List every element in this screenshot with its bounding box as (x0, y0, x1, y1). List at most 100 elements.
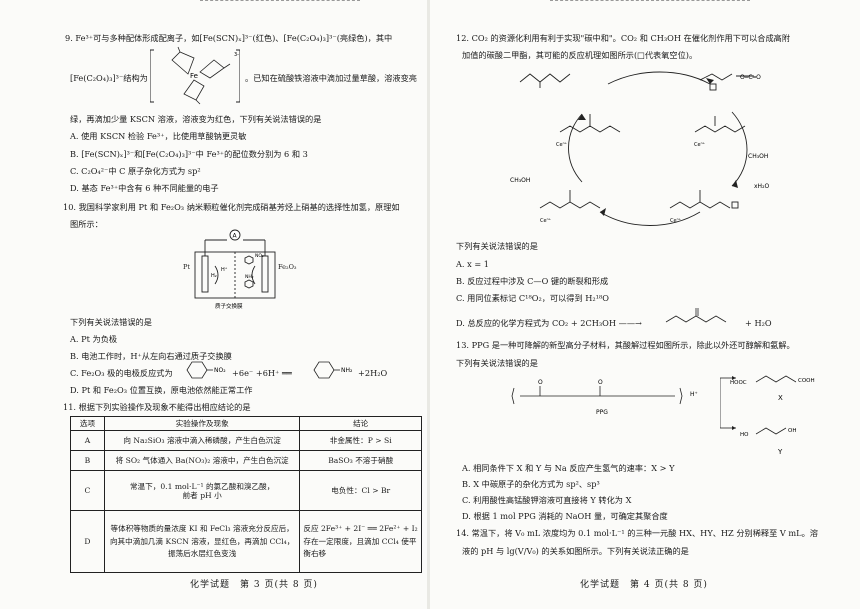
svg-text:Ceⁿ⁺: Ceⁿ⁺ (670, 218, 682, 224)
q10-option-b: B. 电池工作时，H⁺从左向右通过质子交换膜 (70, 351, 232, 361)
nh2-label: NH₂ (245, 274, 254, 280)
page-edge-mark (200, 0, 360, 5)
row-a-conclusion: 非金属性：P > Si (299, 430, 422, 452)
ammeter-label: A (233, 233, 238, 240)
hplus-label: H⁺ (221, 267, 228, 273)
svg-text:Ceⁿ⁺: Ceⁿ⁺ (540, 218, 552, 224)
fe2o3-electrode-label: Fe₂O₃ (278, 263, 297, 271)
svg-text:O: O (538, 379, 543, 386)
ppg-label: PPG (596, 409, 608, 416)
row-d-operation: 等体积等物质的量浓度 KI 和 FeCl₃ 溶液充分反应后，向其中滴加几滴 KS… (103, 510, 301, 574)
q12-line2: 加值的碳酸二甲酯，其可能的反应机理如图所示(□代表氧空位)。 (462, 50, 698, 60)
svg-text:Fe: Fe (190, 72, 198, 80)
methanol-label-2: CH₃OH (748, 153, 768, 160)
table-header-row: 选项 实验操作及现象 结论 (70, 415, 422, 432)
svg-text:HOOC: HOOC (730, 380, 747, 386)
row-c-option: C (70, 470, 105, 512)
row-d-option: D (70, 510, 105, 574)
q9-line2a: [Fe(C₂O₄)₃]³⁻结构为 (70, 73, 148, 83)
q10-line2: 图所示： (70, 219, 103, 229)
svg-text:3-: 3- (234, 52, 239, 58)
q9-option-c: C. C₂O₄²⁻中 C 原子杂化方式为 sp² (70, 166, 201, 176)
svg-text:Ceⁿ⁺: Ceⁿ⁺ (694, 142, 706, 148)
cell-diagram: A H₂ H⁺ NO₂ NH₂ 质子交换膜 (194, 229, 276, 310)
reaction-mechanism-cycle: O═C═O Ceⁿ⁺ Ceⁿ⁺ Ceⁿ⁺ Ceⁿ⁺ CH₃OH CH₃OH xH… (510, 71, 769, 226)
water-label: xH₂O (754, 183, 769, 190)
q14-line1: 14. 常温下，将 V₀ mL 浓度均为 0.1 mol·L⁻¹ 的三种一元酸 … (456, 528, 818, 538)
dimethyl-carbonate-structure (665, 308, 727, 323)
methanol-label-1: CH₃OH (510, 177, 530, 184)
amino-group-label: NH₂ (341, 367, 353, 374)
svg-text:Ceⁿ⁺: Ceⁿ⁺ (556, 142, 568, 148)
h2-label: H₂ (211, 273, 217, 279)
q9-option-d: D. 基态 Fe³⁺中含有 6 种不同能量的电子 (70, 183, 219, 193)
q13-option-c: C. 利用酸性高锰酸钾溶液可直接将 Y 转化为 X (462, 495, 632, 505)
page-gutter (427, 0, 430, 609)
q10-option-c-part2: +6e⁻ +6H⁺ ══ (232, 368, 292, 378)
table-row: C 常温下，0.1 mol·L⁻¹ 的氯乙酸和溴乙酸，前者 pH 小 电负性：C… (70, 470, 422, 512)
q11-line1: 11. 根据下列实验操作及现象不能得出相应结论的是 (63, 402, 251, 412)
q9-line2b: 。已知在硫酸铁溶液中滴加过量草酸，溶液变亮 (245, 73, 417, 83)
header-option: 选项 (70, 415, 105, 432)
svg-text:HO: HO (740, 432, 749, 438)
membrane-label: 质子交换膜 (215, 302, 243, 310)
q12-option-a: A. x = 1 (456, 259, 490, 269)
q12-option-b: B. 反应过程中涉及 C—O 键的断裂和形成 (456, 276, 609, 286)
table-row: B 将 SO₂ 气体通入 Ba(NO₃)₂ 溶液中，产生白色沉淀 BaSO₃ 不… (70, 450, 422, 472)
q9-line1: 9. Fe³⁺可与多种配体形成配离子，如[Fe(SCN)ₓ]³⁻(红色)、[Fe… (65, 33, 393, 43)
q10-stem: 下列有关说法错误的是 (70, 317, 152, 327)
q12-stem: 下列有关说法错误的是 (456, 241, 538, 251)
table-row: D 等体积等物质的量浓度 KI 和 FeCl₃ 溶液充分反应后，向其中滴加几滴 … (70, 510, 422, 574)
row-b-conclusion: BaSO₃ 不溶于硝酸 (299, 450, 422, 472)
row-a-operation: 向 Na₂SiO₃ 溶液中滴入稀磷酸，产生白色沉淀 (103, 430, 301, 452)
page-3-footer: 化学试题 第 3 页(共 8 页) (190, 580, 318, 590)
q10-option-d: D. Pt 和 Fe₂O₃ 位置互换，原电池依然能正常工作 (70, 385, 253, 395)
table-row: A 向 Na₂SiO₃ 溶液中滴入稀磷酸，产生白色沉淀 非金属性：P > Si (70, 430, 422, 452)
header-conclusion: 结论 (299, 415, 422, 432)
q10-option-c-part3: +2H₂O (358, 368, 388, 378)
svg-text:O═C═O: O═C═O (740, 74, 761, 81)
acid-catalyst-label: H⁺ (690, 391, 698, 398)
q12-line1: 12. CO₂ 的资源化利用有利于实现"碳中和"。CO₂ 和 CH₃OH 在催化… (456, 33, 791, 43)
product-x-label: X (778, 394, 783, 402)
pt-electrode-label: Pt (183, 263, 190, 271)
q10-option-c-part1: C. Fe₂O₃ 极的电极反应式为 (70, 368, 173, 378)
row-b-option: B (70, 450, 105, 472)
q11-experiment-table: 选项 实验操作及现象 结论 A 向 Na₂SiO₃ 溶液中滴入稀磷酸，产生白色沉… (70, 415, 422, 574)
page-4-footer: 化学试题 第 4 页(共 8 页) (580, 580, 708, 590)
q9-option-b: B. [Fe(SCN)ₓ]³⁻和[Fe(C₂O₄)₃]³⁻中 Fe³⁺的配位数分… (70, 149, 308, 159)
q13-option-a: A. 相同条件下 X 和 Y 与 Na 反应产生氢气的速率：X > Y (462, 463, 675, 473)
q9-option-a: A. 使用 KSCN 检验 Fe³⁺，比使用草酸钠更灵敏 (70, 131, 247, 141)
page-3: 9. Fe³⁺可与多种配体形成配离子，如[Fe(SCN)ₓ]³⁻(红色)、[Fe… (0, 0, 428, 609)
row-b-operation: 将 SO₂ 气体通入 Ba(NO₃)₂ 溶液中，产生白色沉淀 (103, 450, 301, 472)
nitrobenzene-icon: NO₂ (186, 361, 226, 379)
ppg-structure: O O H⁺ PPG (511, 379, 698, 416)
q13-stem: 下列有关说法错误的是 (456, 358, 538, 368)
q9-line3: 绿，再滴加少量 KSCN 溶液，溶液变为红色，下列有关说法错误的是 (70, 114, 322, 124)
q12-option-d-part1: D. 总反应的化学方程式为 CO₂ + 2CH₃OH ——→ (456, 318, 642, 328)
svg-text:OH: OH (788, 428, 796, 434)
page-4: 12. CO₂ 的资源化利用有利于实现"碳中和"。CO₂ 和 CH₃OH 在催化… (430, 0, 860, 609)
hydrolysis-products: HOOC COOH HO OH X Y (720, 375, 815, 456)
svg-text:O: O (598, 379, 603, 386)
q13-option-d: D. 根据 1 mol PPG 消耗的 NaOH 量，可确定其聚合度 (462, 511, 668, 521)
q13-line1: 13. PPG 是一种可降解的新型高分子材料，其酸解过程如图所示，除此以外还可醇… (456, 340, 795, 350)
nitro-group-label: NO₂ (214, 367, 226, 374)
row-c-operation: 常温下，0.1 mol·L⁻¹ 的氯乙酸和溴乙酸，前者 pH 小 (103, 470, 301, 512)
q10-option-a: A. Pt 为负极 (70, 334, 118, 344)
q12-option-c: C. 用同位素标记 C¹⁸O₂，可以得到 H₂¹⁸O (456, 293, 609, 303)
page-edge-mark (550, 0, 750, 5)
q10-line1: 10. 我国科学家利用 Pt 和 Fe₂O₃ 纳米颗粒催化剂完成硝基芳烃上硝基的… (63, 202, 400, 212)
q13-option-b: B. X 中碳原子的杂化方式为 sp²、sp³ (462, 479, 600, 489)
row-c-conclusion: 电负性：Cl > Br (299, 470, 422, 512)
fe-oxalate-structure: Fe 3- (150, 46, 240, 105)
q14-line2: 液的 pH 与 lg(V/V₀) 的关系如图所示。下列有关说法正确的是 (462, 546, 689, 556)
svg-text:COOH: COOH (798, 378, 815, 384)
row-d-conclusion: 反应 2Fe³⁺ + 2I⁻ ══ 2Fe²⁺ + I₂ 存在一定限度，且滴加 … (299, 510, 422, 574)
product-y-label: Y (777, 448, 783, 456)
no2-label: NO₂ (255, 253, 264, 259)
header-operation: 实验操作及现象 (103, 415, 301, 432)
row-a-option: A (70, 430, 105, 452)
q12-option-d-part2: + H₂O (745, 318, 772, 328)
aniline-icon: NH₂ (313, 361, 353, 379)
